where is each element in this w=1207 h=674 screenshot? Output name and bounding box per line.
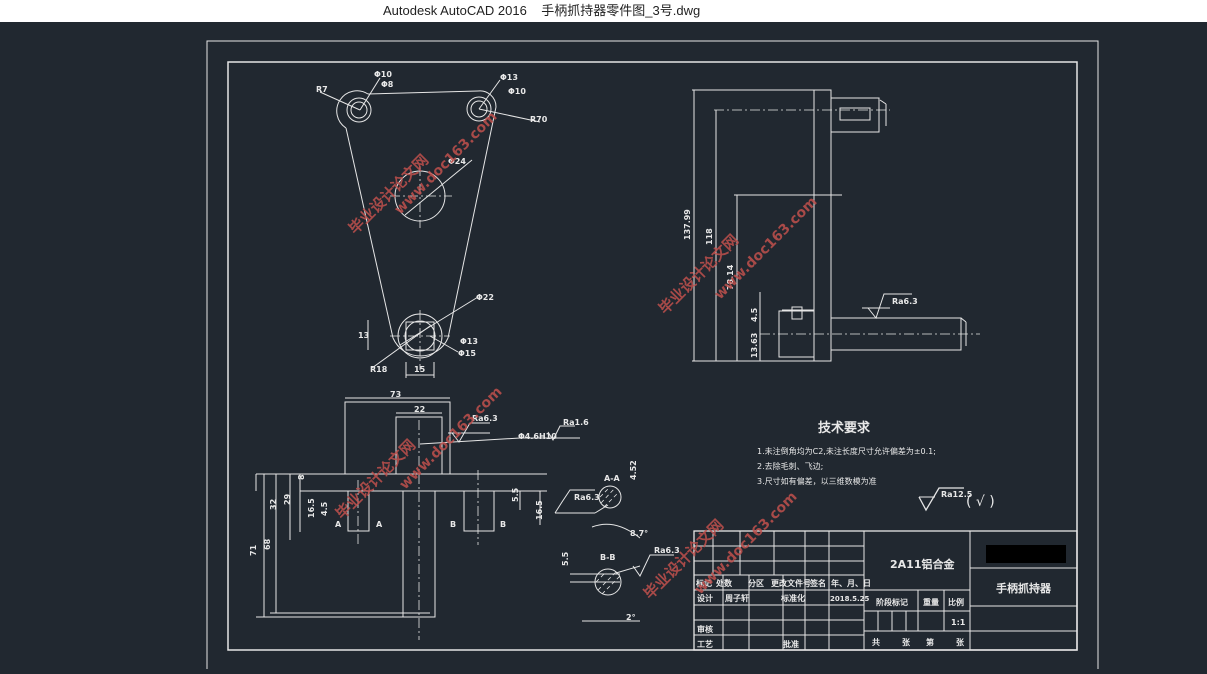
header-cell: 年、月、日 xyxy=(831,578,871,588)
dim-label: 8 xyxy=(297,474,306,480)
dim-label: 4.5 xyxy=(750,307,759,322)
dim-label: Φ24 xyxy=(448,157,466,166)
approve-label: 批准 xyxy=(783,639,799,649)
header-cell: 处数 xyxy=(715,578,733,588)
process-label: 工艺 xyxy=(697,639,713,649)
roughness-label: Ra12.5 xyxy=(941,490,973,499)
dim-label: 13.63 xyxy=(750,333,759,358)
drawing-frame xyxy=(227,61,1078,651)
header-cell: 更改文件号 xyxy=(771,578,811,588)
section-mark: B xyxy=(500,520,506,529)
section-label: A-A xyxy=(604,474,621,483)
dim-label: 71 xyxy=(249,544,258,556)
dim-label: 5.5 xyxy=(511,487,520,502)
side-view: 137.99 118 78.14 4.5 13.63 Ra6.3 xyxy=(683,89,980,362)
tech-req-item: 2.去除毛刺、飞边; xyxy=(757,461,823,471)
dim-label: 32 xyxy=(269,499,278,510)
title-block: 2A11铝合金 手柄抓持器 标记 处数 分区 更改文件号 签名 年、月、日 设计… xyxy=(693,530,1078,651)
roughness-label: Ra6.3 xyxy=(892,297,918,306)
dim-label: Φ10 xyxy=(508,87,526,96)
dim-label: 68 xyxy=(263,538,272,550)
tech-req-item: 1.未注倒角均为C2,未注长度尺寸允许偏差为±0.1; xyxy=(757,446,936,456)
section-a-a: A-A Ra6.3 4.52 8.7° xyxy=(554,460,648,539)
sheets-label: 共 xyxy=(872,637,880,647)
front-view: 73 22 8 32 29 16.5 4.5 71 68 5.5 16.5 A … xyxy=(249,390,589,640)
dim-label: Φ22 xyxy=(476,293,494,302)
dim-label: 118 xyxy=(705,228,714,245)
sheet-border xyxy=(206,40,1099,674)
hole-callout: Φ4.6H10 xyxy=(518,432,557,441)
technical-requirements: 技术要求 1.未注倒角均为C2,未注长度尺寸允许偏差为±0.1; 2.去除毛刺、… xyxy=(757,420,995,512)
check-label: 审核 xyxy=(697,624,713,634)
window-title: Autodesk AutoCAD 2016 手柄抓持器零件图_3号.dwg xyxy=(383,3,701,18)
section-b-b: B-B Ra6.3 5.5 2° xyxy=(561,546,680,622)
dim-label: R70 xyxy=(530,115,548,124)
dim-label: 13 xyxy=(358,331,369,340)
roughness-label: Ra1.6 xyxy=(563,418,589,427)
dim-label: 8.7° xyxy=(630,529,648,538)
dim-label: 4.5 xyxy=(320,501,329,516)
tech-req-item: 3.尺寸如有偏差，以三维数模为准 xyxy=(757,476,877,486)
watermarks: 毕业设计论文网 www.doc163.com 毕业设计论文网 www.doc16… xyxy=(332,109,820,603)
sheets-label: 第 xyxy=(926,637,934,647)
dim-label: R7 xyxy=(316,85,328,94)
dim-label: 73 xyxy=(390,390,401,399)
stage-label: 阶段标记 xyxy=(876,597,908,607)
part-name: 手柄抓持器 xyxy=(996,581,1052,595)
header-cell: 分区 xyxy=(748,578,764,588)
scale-label: 比例 xyxy=(948,597,964,607)
tech-req-title: 技术要求 xyxy=(818,420,871,436)
watermark-text: www.doc163.com xyxy=(397,384,506,493)
dim-label: R18 xyxy=(370,365,388,374)
dim-label: Φ8 xyxy=(381,80,394,89)
dim-label: Φ15 xyxy=(458,349,476,358)
roughness-label: Ra6.3 xyxy=(472,414,498,423)
cad-drawing[interactable]: Φ10 Φ8 R7 Φ13 Φ10 R70 Φ24 Φ22 13 Φ13 Φ15… xyxy=(0,22,1207,674)
date: 2018.5.25 xyxy=(830,595,870,603)
sheets-label: 张 xyxy=(902,638,911,647)
design-label: 设计 xyxy=(697,593,713,603)
redacted-box xyxy=(986,545,1066,563)
roughness-label: Ra6.3 xyxy=(654,546,680,555)
section-mark: A xyxy=(335,520,342,529)
dim-label: 15 xyxy=(414,365,426,374)
material-label: 2A11铝合金 xyxy=(890,557,955,571)
section-mark: B xyxy=(450,520,456,529)
dim-label: 2° xyxy=(626,613,636,622)
sheets-label: 张 xyxy=(956,638,965,647)
dim-label: 137.99 xyxy=(683,209,692,240)
weight-label: 重量 xyxy=(923,597,939,607)
section-label: B-B xyxy=(600,553,616,562)
dim-label: 16.5 xyxy=(307,498,316,518)
dim-label: 4.52 xyxy=(629,460,638,480)
dim-label: Φ13 xyxy=(500,73,518,82)
scale-value: 1:1 xyxy=(951,618,966,627)
drawing-canvas[interactable]: Φ10 Φ8 R7 Φ13 Φ10 R70 Φ24 Φ22 13 Φ13 Φ15… xyxy=(0,22,1207,674)
section-mark: A xyxy=(376,520,383,529)
designer-name: 周子轩 xyxy=(725,593,749,603)
dim-label: 22 xyxy=(414,405,425,414)
dim-label: Φ10 xyxy=(374,70,392,79)
top-view: Φ10 Φ8 R7 Φ13 Φ10 R70 Φ24 Φ22 13 Φ13 Φ15… xyxy=(316,70,548,378)
dim-label: 5.5 xyxy=(561,551,570,566)
header-cell: 标记 xyxy=(695,578,712,588)
dim-label: 78.14 xyxy=(726,264,735,290)
roughness-label: Ra6.3 xyxy=(574,493,600,502)
dim-label: Φ13 xyxy=(460,337,478,346)
roughness-suffix: ( √ ) xyxy=(966,494,995,510)
header-cell: 签名 xyxy=(809,578,826,588)
window-title-bar: Autodesk AutoCAD 2016 手柄抓持器零件图_3号.dwg xyxy=(0,0,1207,22)
dim-label: 29 xyxy=(283,493,292,505)
dim-label: 16.5 xyxy=(535,500,544,520)
standard-label: 标准化 xyxy=(780,593,805,603)
